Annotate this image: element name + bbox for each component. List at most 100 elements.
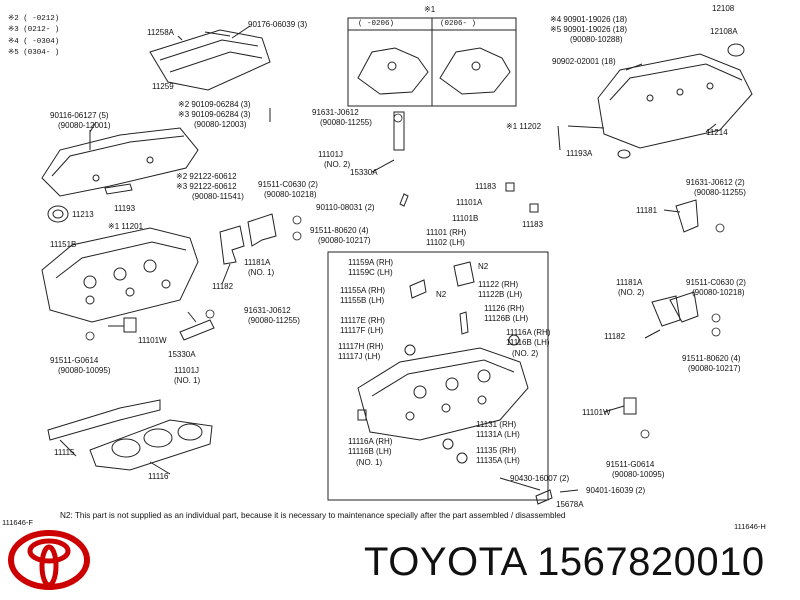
label-11116a-right: 11116A (RH): [506, 328, 551, 337]
label-90080-10095-a: (90080-10095): [58, 366, 111, 375]
label-11131: 11131 (RH): [476, 420, 517, 429]
label-90080-10095-b: (90080-10095): [612, 470, 665, 479]
label-11155b: 11155B (LH): [340, 296, 385, 305]
figure-ref-left: 111646-F: [2, 518, 33, 527]
label-11117e: 11117E (RH): [340, 316, 385, 325]
label-90080-10217-a: (90080-10217): [318, 236, 371, 245]
center-head-box: [327, 251, 549, 501]
plug-11101w: [123, 317, 137, 333]
left-valve-cover: [41, 127, 199, 197]
label-11101b: 11101B: [452, 214, 479, 223]
label-90080-10217-b: (90080-10217): [688, 364, 741, 373]
label-11183-b: 11183: [522, 220, 544, 229]
part-11183-top: [505, 182, 515, 192]
label-11116b-right: 11116B (LH): [506, 338, 550, 347]
label-11101w-right: 11101W: [582, 408, 611, 417]
parts-diagram: ※2 ( -0212) ※3 (0212- ) ※4 ( -0304) ※5 (…: [2, 4, 766, 531]
label-90901-b: ※5 90901-19026 (18): [550, 25, 627, 34]
label-11102: 11102 (LH): [426, 238, 465, 247]
label-11117j: 11117J (LH): [338, 352, 381, 361]
label-90080-11255-c: (90080-11255): [694, 188, 746, 197]
inset-left-label: ( -0206): [358, 20, 395, 28]
bolt-90110: [399, 193, 409, 207]
label-11258a: 11258A: [147, 28, 174, 37]
label-11122b: 11122B (LH): [478, 290, 523, 299]
label-11101w: 11101W: [138, 336, 167, 345]
label-91511-b: 91511-80620 (4): [310, 226, 369, 235]
label-90080-11541: (90080-11541): [192, 192, 244, 201]
label-90080-12003: (90080-12003): [194, 120, 247, 129]
label-11117f: 11117F (LH): [340, 326, 384, 335]
label-91631-a: 91631-J0612: [312, 108, 359, 117]
label-90109-a: ※2 90109-06284 (3): [178, 100, 251, 109]
gasket-11193: [104, 183, 133, 195]
figure-ref-right: 111646-H: [734, 522, 766, 531]
label-91631-c: 91631-J0612 (2): [686, 178, 745, 187]
label-91511-c: 91511-G0614: [50, 356, 99, 365]
engine-cover: [149, 29, 271, 91]
label-11135: 11135 (RH): [476, 446, 517, 455]
label-90110: 90110-08031 (2): [316, 203, 375, 212]
label-90901-a: ※4 90901-19026 (18): [550, 15, 627, 24]
label-90080-11255-b: (90080-11255): [248, 316, 300, 325]
diagram-drawing: [41, 17, 753, 505]
label-11181a-2: 11181A: [616, 278, 643, 287]
label-90080-10218-b: (90080-10218): [692, 288, 745, 297]
footnote-n2: N2: This part is not supplied as an indi…: [60, 511, 566, 520]
bracket-11181: [675, 199, 699, 233]
label-11101j-no2: (NO. 2): [324, 160, 351, 169]
label-92122-b: ※3 92122-60612: [176, 182, 237, 191]
left-cylinder-head: [41, 227, 199, 323]
label-90080-10218-a: (90080-10218): [264, 190, 317, 199]
label-91631-b: 91631-J0612: [244, 306, 291, 315]
label-12108a: 12108A: [710, 27, 738, 36]
label-91511-e: 91511-80620 (4): [682, 354, 741, 363]
sensor-15330a: [179, 319, 215, 341]
label-11159c: 11159C (LH): [348, 268, 393, 277]
label-11101j-no1: (NO. 1): [174, 376, 201, 385]
label-11101j: 11101J: [318, 150, 344, 159]
label-11193: 11193: [114, 204, 136, 213]
label-11201: ※1 11201: [108, 222, 144, 231]
label-11116b: 11116B (LH): [348, 447, 392, 456]
label-11259: 11259: [152, 82, 174, 91]
label-15330a: 15330A: [168, 350, 196, 359]
inset-mark: ※1: [424, 5, 436, 14]
legend-line-2: ※3 (0212- ): [8, 26, 60, 34]
inset-box: [347, 17, 517, 107]
label-11126: 11126 (RH): [484, 304, 525, 313]
label-11135a: 11135A (LH): [476, 456, 520, 465]
label-12108: 12108: [712, 4, 735, 13]
label-no1: (NO. 1): [356, 458, 383, 467]
label-11202: ※1 11202: [506, 122, 542, 131]
label-11122: 11122 (RH): [478, 280, 519, 289]
bolt-90430: [535, 489, 553, 505]
label-90401: 90401-16039 (2): [586, 486, 646, 495]
label-11193a: 11193A: [566, 149, 593, 158]
label-90080-11255-a: (90080-11255): [320, 118, 372, 127]
label-91511-d: 91511-C0630 (2): [686, 278, 746, 287]
label-15678a: 15678A: [556, 500, 584, 509]
label-90176: 90176-06039 (3): [248, 20, 308, 29]
label-11159a: 11159A (RH): [348, 258, 394, 267]
label-11101a: 11101A: [456, 198, 483, 207]
label-11181a: 11181A: [244, 258, 271, 267]
label-90080-12001: (90080-12001): [58, 121, 111, 130]
label-11181a-no1: (NO. 1): [248, 268, 275, 277]
bracket-11182-right: [651, 295, 681, 327]
label-11117h: 11117H (RH): [338, 342, 384, 351]
sensor-11101j-no2: [393, 111, 405, 151]
label-11126b: 11126B (LH): [484, 314, 529, 323]
inset-right-label: (0206- ): [440, 20, 477, 28]
label-11182-right: 11182: [604, 332, 626, 341]
label-90080-10288: (90080-10288): [570, 35, 623, 44]
label-90902: 90902-02001 (18): [552, 57, 616, 66]
head-gaskets: [47, 399, 213, 471]
label-n2-b: N2: [436, 290, 447, 299]
bracket-11182: [219, 225, 245, 265]
label-11101: 11101 (RH): [426, 228, 467, 237]
label-11101j-b: 11101J: [174, 366, 200, 375]
label-11131a: 11131A (LH): [476, 430, 520, 439]
label-11116a: 11116A (RH): [348, 437, 393, 446]
label-90430: 90430-16007 (2): [510, 474, 570, 483]
